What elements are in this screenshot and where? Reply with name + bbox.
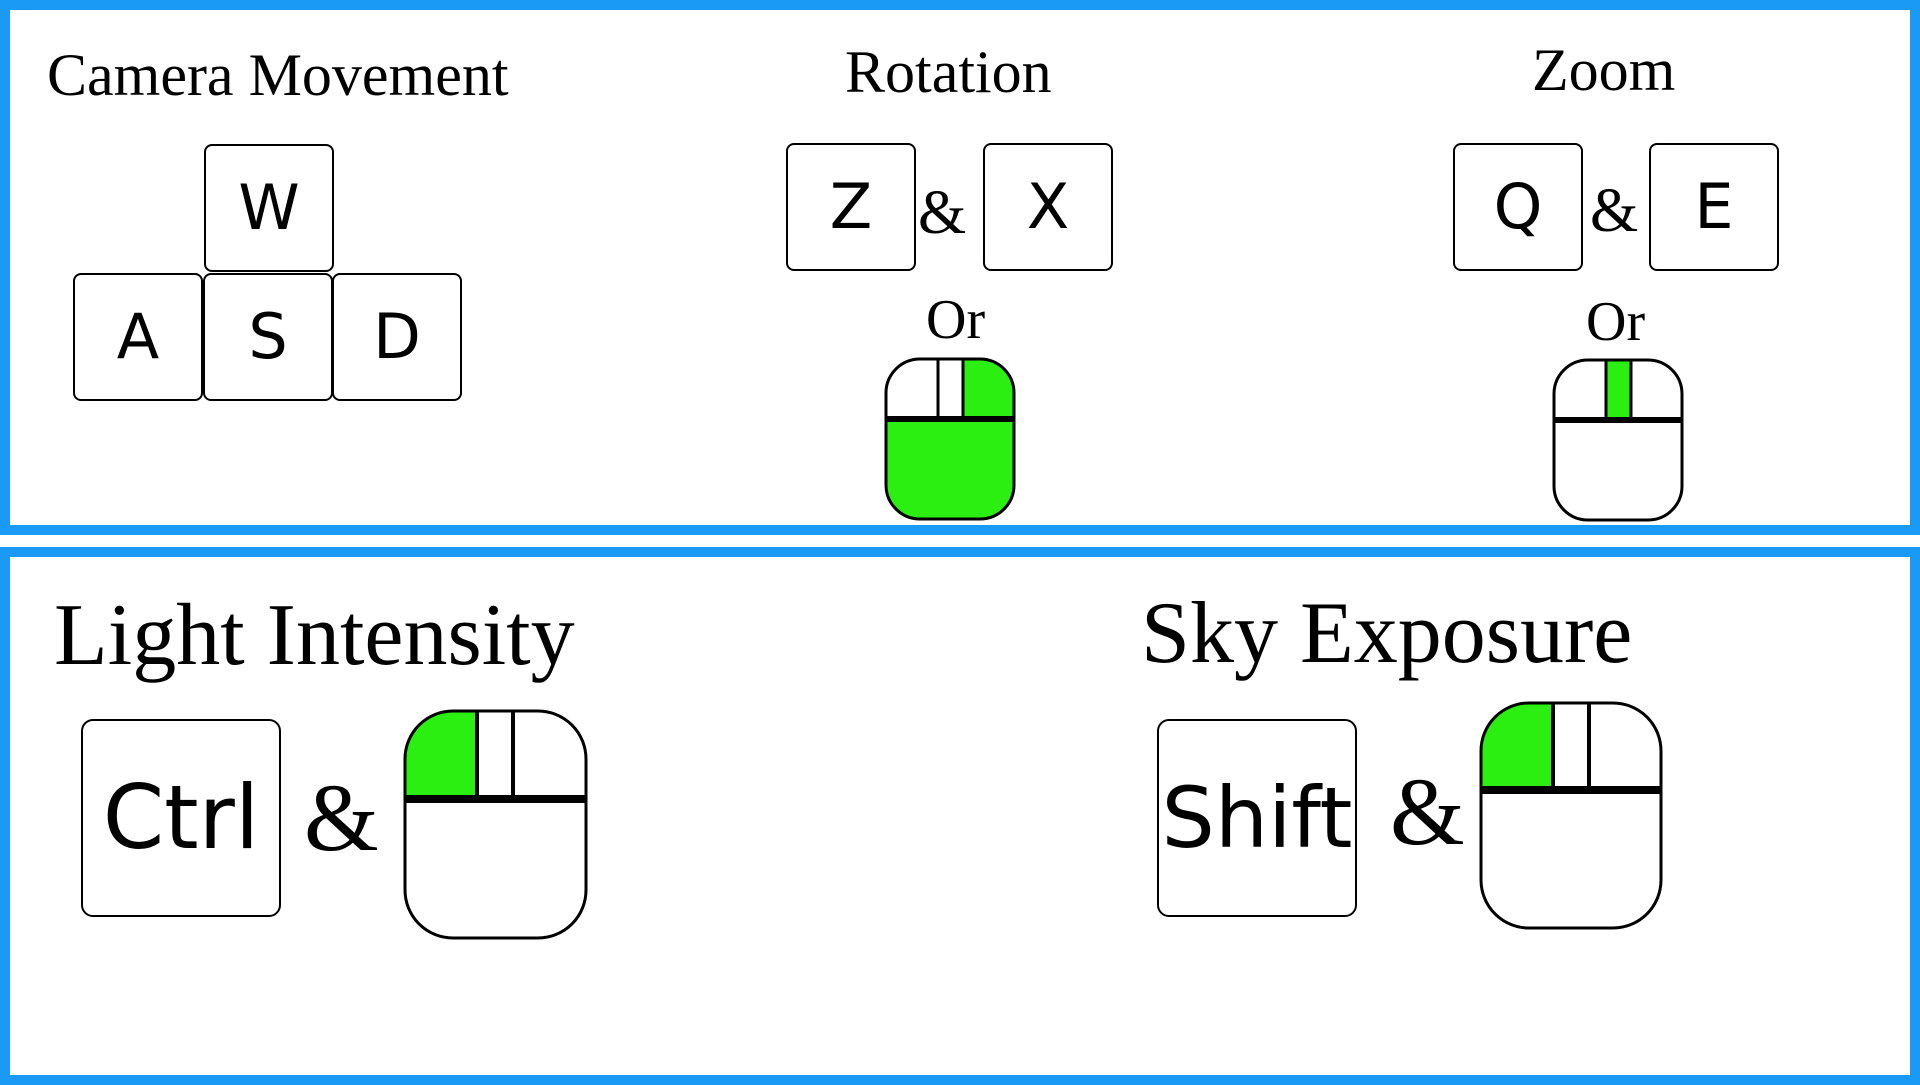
light-intensity-ampersand: & bbox=[304, 764, 379, 871]
mouse-scroll-wheel-highlight bbox=[1606, 360, 1631, 420]
rotation-mouse-icon bbox=[884, 357, 1016, 521]
zoom-or-label: Or bbox=[1586, 291, 1646, 353]
mouse-left-button-highlight bbox=[1481, 703, 1553, 791]
zoom-ampersand: & bbox=[1590, 177, 1639, 245]
mouse-left-button-highlight bbox=[405, 711, 477, 801]
key-s: S bbox=[203, 273, 333, 401]
key-x: X bbox=[983, 143, 1113, 271]
light-intensity-title: Light Intensity bbox=[54, 587, 575, 684]
key-a: A bbox=[73, 273, 203, 401]
mouse-outline bbox=[403, 709, 588, 940]
camera-movement-title: Camera Movement bbox=[47, 42, 509, 108]
mouse-body-highlight bbox=[886, 419, 1014, 519]
rotation-ampersand: & bbox=[918, 179, 967, 247]
rotation-or-label: Or bbox=[926, 289, 986, 351]
mouse-outline bbox=[884, 357, 1016, 521]
mouse-outline bbox=[1552, 358, 1684, 522]
sky-exposure-mouse-icon bbox=[1479, 701, 1663, 930]
key-q: Q bbox=[1453, 143, 1583, 271]
sky-exposure-ampersand: & bbox=[1390, 758, 1465, 865]
bottom-controls-panel bbox=[0, 547, 1920, 1085]
key-z: Z bbox=[786, 143, 916, 271]
zoom-title: Zoom bbox=[1532, 37, 1676, 103]
key-ctrl: Ctrl bbox=[81, 719, 281, 917]
key-w: W bbox=[204, 144, 334, 272]
mouse-right-button-highlight bbox=[963, 359, 1014, 419]
mouse-outline bbox=[1479, 701, 1663, 930]
rotation-title: Rotation bbox=[845, 39, 1052, 105]
key-shift: Shift bbox=[1157, 719, 1357, 917]
zoom-mouse-icon bbox=[1552, 358, 1684, 522]
key-d: D bbox=[332, 273, 462, 401]
sky-exposure-title: Sky Exposure bbox=[1141, 585, 1633, 682]
light-intensity-mouse-icon bbox=[403, 709, 588, 940]
key-e: E bbox=[1649, 143, 1779, 271]
